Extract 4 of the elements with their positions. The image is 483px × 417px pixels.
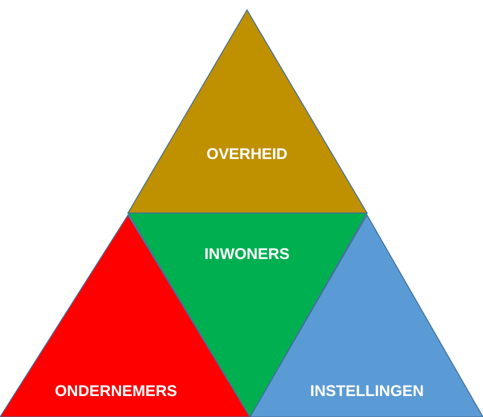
segment-label: INWONERS [204, 246, 290, 264]
segment-label: OVERHEID [206, 146, 288, 164]
segment-label: INSTELLINGEN [310, 383, 424, 401]
segment-label: ONDERNEMERS [54, 383, 178, 401]
